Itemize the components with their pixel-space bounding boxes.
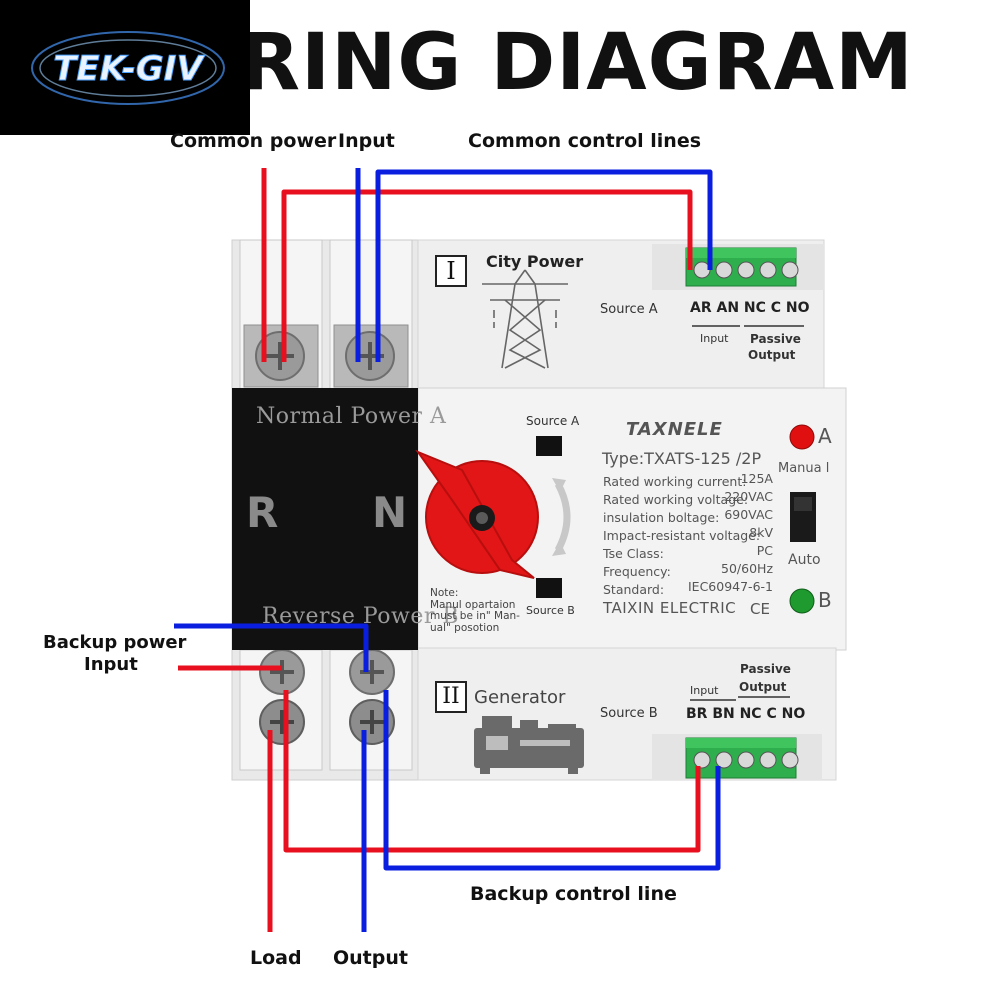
rotary-knob[interactable] (415, 449, 539, 579)
note-line: must be in" Man- (430, 610, 520, 622)
label-backup-input: Input (84, 654, 138, 675)
pole-n-label: N (372, 488, 408, 537)
indicator-a-light (789, 424, 815, 450)
logo-graphic: TEK-GIV (31, 31, 225, 105)
terminal-a-input-label: Input (700, 332, 729, 345)
normal-power-label: Normal Power A (256, 404, 447, 429)
terminal-b-labels: BR BN NC C NO (686, 706, 806, 722)
manual-note: Note: Manul opartaion must be in" Man- u… (430, 587, 520, 634)
label-load: Load (250, 947, 302, 969)
source-b-window (536, 578, 562, 598)
label-common-power: Common power (170, 130, 337, 152)
generator-icon (474, 716, 584, 774)
indicator-b-light (789, 588, 815, 614)
black-cover (232, 388, 418, 650)
spec-row: Impact-resistant voltage:8kV (603, 525, 773, 543)
brand-name: TAXNELE (626, 419, 723, 440)
label-common-control-lines: Common control lines (468, 130, 702, 152)
spec-row: Frequency:50/60Hz (603, 561, 773, 579)
manual-label: Manua l (778, 461, 830, 476)
spec-row: Standard:IEC60947-6-1 (603, 579, 773, 597)
spec-table: Rated working current:125A Rated working… (603, 471, 773, 597)
terminal-block-b (685, 737, 799, 779)
label-input: Input (338, 130, 395, 152)
label-output: Output (333, 947, 408, 969)
terminal-b-input-label: Input (690, 684, 719, 697)
generator-label: Generator (474, 687, 566, 708)
terminal-a-labels: AR AN NC C NO (690, 300, 810, 316)
reverse-power-label: Reverse Power B (262, 604, 460, 629)
section-one-box (435, 255, 467, 287)
spec-row: Tse Class:PC (603, 543, 773, 561)
manufacturer-label: TAIXIN ELECTRIC (603, 599, 737, 617)
backup-input-blue-wire (174, 623, 369, 672)
section-one-numeral: I (446, 257, 456, 285)
spec-row: Rated working current:125A (603, 471, 773, 489)
source-a-window (536, 436, 562, 456)
brand-logo: TEK-GIV (0, 0, 250, 135)
page-title: RING DIAGRAM (240, 18, 914, 108)
label-backup-control-line: Backup control line (470, 883, 677, 905)
source-b-label: Source B (600, 706, 658, 721)
spec-row: Rated working voltage:220VAC (603, 489, 773, 507)
terminal-b-passive-label: Passive (740, 662, 791, 676)
note-line: Note: (430, 587, 459, 599)
power-tower-icon (482, 269, 568, 369)
switch-source-a-label: Source A (526, 414, 580, 428)
section-two-numeral: II (442, 684, 460, 709)
type-label: Type:TXATS-125 /2P (602, 449, 762, 468)
pole-r-label: R (246, 488, 279, 537)
backup-control-blue-wire (383, 690, 721, 871)
indicator-b-label: B (818, 588, 832, 612)
source-a-label: Source A (600, 302, 658, 317)
backup-control-red-wire (283, 690, 701, 853)
auto-label: Auto (788, 552, 821, 568)
common-control-blue-wire (375, 169, 713, 362)
note-line: Manul opartaion (430, 598, 516, 611)
logo-text: TEK-GIV (53, 49, 205, 89)
switch-source-b-label: Source B (526, 604, 575, 617)
rotation-arrow-icon (554, 482, 571, 552)
note-line: ual" posotion (430, 621, 500, 634)
section-two-box (435, 681, 467, 713)
terminal-b-output-label: Output (739, 680, 787, 694)
common-control-red-wire (281, 189, 693, 362)
city-power-label: City Power (486, 252, 584, 271)
terminal-a-output-label: Output (748, 348, 796, 362)
ce-mark: CE (750, 600, 770, 618)
indicator-a-label: A (818, 424, 832, 448)
spec-row: insulation boltage:690VAC (603, 507, 773, 525)
label-backup-power: Backup power (43, 632, 187, 653)
terminal-block-a (685, 247, 799, 287)
terminal-a-passive-label: Passive (750, 332, 801, 346)
